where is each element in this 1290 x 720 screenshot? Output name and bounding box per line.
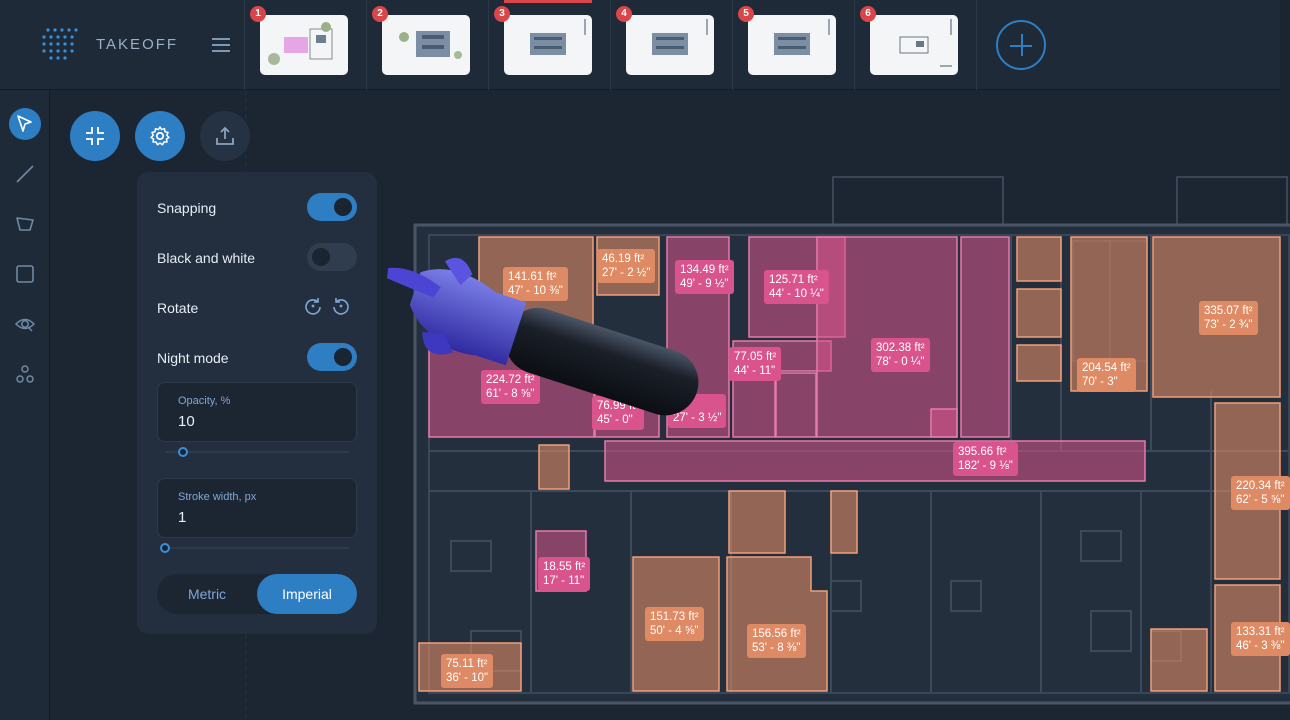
rotate-counterclockwise-icon[interactable]	[331, 296, 351, 316]
active-indicator	[504, 0, 592, 3]
page-tab-4[interactable]: 4	[610, 0, 732, 90]
divider	[244, 0, 245, 90]
page-tab-3[interactable]: 3	[488, 0, 610, 90]
imperial-option[interactable]: Imperial	[257, 574, 357, 614]
line-icon	[16, 165, 34, 183]
hamburger-menu-icon[interactable]	[212, 38, 230, 52]
divider	[854, 0, 855, 90]
page-tab-2[interactable]: 2	[366, 0, 488, 90]
page-number-badge: 5	[738, 6, 754, 22]
takeoff-logo-icon	[42, 28, 78, 60]
opacity-label: Opacity, %	[178, 395, 231, 407]
opacity-value[interactable]: 10	[178, 413, 195, 430]
brand-name: TAKEOFF	[96, 36, 179, 53]
page-tab-1[interactable]: 1	[244, 0, 366, 90]
page-tab-6[interactable]: 6	[854, 0, 976, 90]
snapping-label: Snapping	[157, 200, 217, 216]
collapse-button[interactable]	[70, 111, 120, 161]
snapping-toggle[interactable]	[307, 193, 357, 221]
toggle-knob	[312, 248, 330, 266]
night-mode-label: Night mode	[157, 350, 229, 366]
polygon-icon	[16, 217, 34, 231]
eye-search-icon	[14, 318, 36, 332]
upload-icon	[216, 126, 234, 145]
night-mode-toggle[interactable]	[307, 343, 357, 371]
stroke-width-label: Stroke width, px	[178, 491, 257, 503]
page-number-badge: 4	[616, 6, 632, 22]
slider-thumb[interactable]	[178, 447, 188, 457]
page-thumbnail	[382, 15, 470, 75]
gear-icon	[150, 126, 170, 146]
slider-thumb[interactable]	[160, 543, 170, 553]
divider	[366, 0, 367, 90]
groups-icon	[16, 365, 34, 383]
settings-panel: Snapping Black and white Rotate Night mo…	[137, 172, 377, 634]
page-tab-5[interactable]: 5	[732, 0, 854, 90]
area-tool-button[interactable]	[9, 208, 41, 240]
settings-button[interactable]	[135, 111, 185, 161]
stroke-width-field[interactable]: Stroke width, px 1	[157, 478, 357, 538]
page-thumbnail	[870, 15, 958, 75]
visibility-tool-button[interactable]	[9, 308, 41, 340]
divider	[610, 0, 611, 90]
black-and-white-toggle[interactable]	[307, 243, 357, 271]
divider	[976, 0, 977, 90]
divider	[732, 0, 733, 90]
page-thumbnail	[504, 15, 592, 75]
top-bar: TAKEOFF 1 2 3	[0, 0, 1280, 90]
opacity-slider[interactable]	[165, 447, 349, 457]
rotate-clockwise-icon[interactable]	[303, 296, 323, 316]
tool-rail	[0, 90, 50, 720]
page-number-badge: 3	[494, 6, 510, 22]
unit-switch: Metric Imperial	[157, 574, 357, 614]
stroke-width-slider[interactable]	[160, 543, 349, 553]
toggle-knob	[334, 198, 352, 216]
rotate-label: Rotate	[157, 300, 199, 316]
page-thumbnail	[748, 15, 836, 75]
groups-tool-button[interactable]	[9, 358, 41, 390]
add-page-button[interactable]	[996, 20, 1046, 70]
page-thumbnail	[260, 15, 348, 75]
page-number-badge: 1	[250, 6, 266, 22]
rectangle-tool-button[interactable]	[9, 258, 41, 290]
black-and-white-label: Black and white	[157, 250, 256, 266]
cursor-icon	[17, 115, 32, 132]
page-number-badge: 6	[860, 6, 876, 22]
select-tool-button[interactable]	[9, 108, 41, 140]
page-number-badge: 2	[372, 6, 388, 22]
page-thumbnail	[626, 15, 714, 75]
divider	[488, 0, 489, 90]
export-button[interactable]	[200, 111, 250, 161]
line-tool-button[interactable]	[9, 158, 41, 190]
square-icon	[16, 265, 34, 283]
metric-option[interactable]: Metric	[187, 586, 227, 602]
collapse-arrows-icon	[86, 127, 104, 145]
opacity-field[interactable]: Opacity, % 10	[157, 382, 357, 442]
toggle-knob	[334, 348, 352, 366]
stroke-width-value[interactable]: 1	[178, 509, 187, 526]
